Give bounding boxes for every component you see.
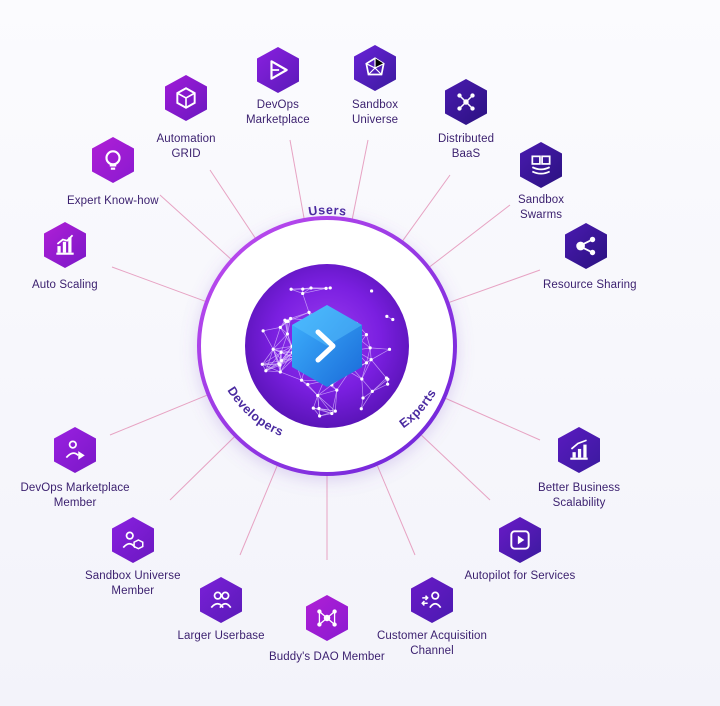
node-label-larger-userbase: Larger Userbase (178, 629, 265, 644)
node-label-line: DevOps (256, 99, 299, 111)
connector-line-autopilot-for-services (421, 434, 491, 501)
node-label-line: BaaS (451, 148, 481, 160)
node-label-line: Sandbox (352, 99, 399, 111)
lightbulb-icon (92, 137, 134, 183)
logo-hexagon (292, 305, 362, 387)
node-label-buddys-dao-member: Buddy's DAO Member (269, 650, 385, 665)
node-label-line: Sandbox (518, 194, 565, 206)
node-label-line: Scalability (552, 497, 606, 509)
play-circle-icon (499, 517, 541, 563)
node-label-line: Distributed (438, 133, 495, 145)
connector-line-devops-marketplace (289, 139, 305, 219)
node-label-line: GRID (171, 148, 201, 160)
node-label-line: Automation (156, 133, 216, 145)
node-label-line: Member (111, 585, 155, 597)
node-label-autopilot-for-services: Autopilot for Services (465, 569, 576, 584)
node-label-line: Customer Acquisition (377, 630, 488, 642)
node-label-line: Sandbox Universe (85, 570, 181, 582)
node-label-line: Universe (352, 114, 399, 126)
node-label-expert-know-how: Expert Know-how (67, 194, 159, 209)
connector-line-larger-userbase (239, 465, 278, 556)
node-label-auto-scaling: Auto Scaling (32, 278, 98, 293)
node-label-line: Better Business (538, 482, 621, 494)
connector-line-auto-scaling (111, 266, 206, 302)
connector-line-customer-acquisition-channel (376, 465, 416, 556)
node-label-resource-sharing: Resource Sharing (543, 278, 637, 293)
connector-line-sandbox-universe (351, 139, 369, 219)
node-label-line: Resource Sharing (543, 279, 637, 291)
connector-line-sandbox-swarms (429, 204, 511, 268)
node-label-line: Swarms (519, 209, 563, 221)
user-cube-icon (112, 517, 154, 563)
node-label-line: Channel (410, 645, 454, 657)
node-label-line: Larger Userbase (177, 630, 265, 642)
connector-line-distributed-baas (402, 174, 451, 241)
connector-line-devops-marketplace-member (109, 394, 207, 436)
connector-line-better-business-scalability (445, 398, 541, 441)
connector-line-expert-know-how (159, 194, 231, 260)
node-label-line: DevOps Marketplace (20, 482, 130, 494)
node-label-line: Marketplace (246, 114, 310, 126)
node-label-line: Auto Scaling (32, 279, 98, 291)
dao-network-icon (306, 595, 348, 641)
network-mesh (260, 286, 395, 418)
connector-line-resource-sharing (449, 269, 541, 303)
node-label-line: Member (53, 497, 97, 509)
node-label-line: Expert Know-how (67, 195, 159, 207)
node-label-line: Buddy's DAO Member (269, 651, 385, 663)
connector-line-automation-grid (209, 169, 256, 239)
users-icon (200, 577, 242, 623)
stacked-boxes-icon (520, 142, 562, 188)
connector-line-sandbox-universe-member (169, 436, 235, 501)
node-label-line: Autopilot for Services (464, 570, 576, 582)
ring-label-users: Users (307, 203, 347, 219)
user-arrows-icon (411, 577, 453, 623)
chevron-right-icon (315, 329, 336, 363)
